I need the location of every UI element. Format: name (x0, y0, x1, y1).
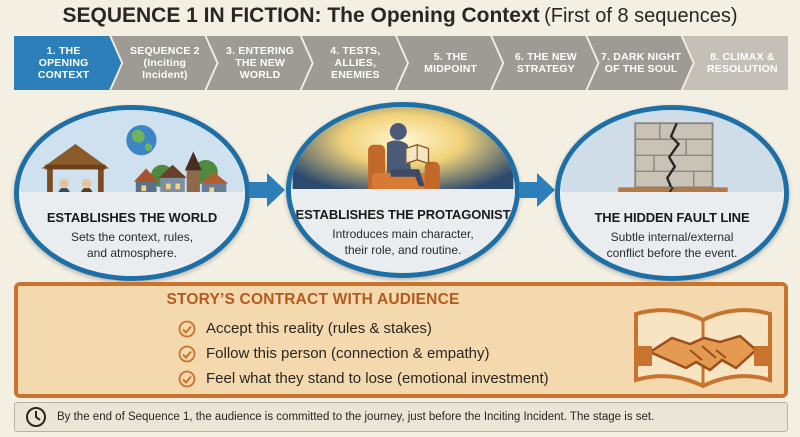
sequence-step-6[interactable]: 6. THE NEW STRATEGY (514, 50, 577, 75)
check-circle-icon (178, 320, 196, 337)
contract-item-text: Feel what they stand to lose (emotional … (206, 370, 549, 387)
handshake-book-icon (634, 308, 772, 389)
sequence-chevron-3 (206, 36, 312, 90)
contract-item-text: Follow this person (connection & empathy… (206, 345, 490, 362)
title-sub: (First of 8 sequences) (544, 5, 738, 27)
sequence-bar: 1. THE OPENING CONTEXT SEQUENCE 2 (Incit… (14, 36, 788, 90)
stage-fault-desc-1: Subtle internal/external (610, 230, 734, 244)
sequence-step-5[interactable]: 5. THE MIDPOINT (424, 50, 478, 75)
stage-protagonist-title: ESTABLISHES THE PROTAGONIST (295, 207, 511, 222)
sequence-step-8[interactable]: 8. CLIMAX & RESOLUTION (706, 50, 778, 75)
check-circle-icon (178, 370, 196, 387)
cracked-wall-icon (561, 110, 783, 205)
sequence-chevron-8 (682, 36, 788, 90)
stage-fault-line: THE HIDDEN FAULT LINE Subtle internal/ex… (555, 105, 789, 281)
clock-icon (26, 407, 46, 427)
world-village-icon (20, 110, 244, 207)
stage-world-desc-2: and atmosphere. (86, 246, 178, 260)
stage-fault-desc-2: conflict before the event. (606, 246, 738, 260)
sequence-chevron-7 (587, 36, 693, 90)
sequence-chevron-4 (301, 36, 407, 90)
footer-text: By the end of Sequence 1, the audience i… (57, 411, 655, 423)
contract-item-text: Accept this reality (rules & stakes) (206, 320, 432, 337)
contract-item: Follow this person (connection & empathy… (178, 341, 549, 366)
stage-protagonist-desc-1: Introduces main character, (332, 227, 474, 241)
sequence-chevron-1 (14, 36, 122, 90)
stage-world-title: ESTABLISHES THE WORLD (46, 210, 218, 225)
contract-item: Accept this reality (rules & stakes) (178, 316, 549, 341)
sequence-chevron-6 (492, 36, 598, 90)
sequence-step-4[interactable]: 4. TESTS, ALLIES, ENEMIES (330, 44, 381, 82)
footer-note: By the end of Sequence 1, the audience i… (14, 402, 788, 432)
reading-person-icon (292, 107, 514, 202)
sequence-step-2[interactable]: SEQUENCE 2 (Inciting Incident) (130, 44, 200, 82)
stage-protagonist-band (291, 189, 515, 273)
sequence-chevron-2 (111, 36, 217, 90)
sequence-chevron-5 (397, 36, 503, 90)
stage-fault-band (560, 192, 784, 276)
contract-title: STORY’S CONTRACT WITH AUDIENCE (166, 291, 460, 308)
stage-world-band (19, 192, 245, 276)
sequence-chevrons (14, 36, 788, 90)
sequence-step-1[interactable]: 1. THE OPENING CONTEXT (37, 44, 90, 82)
title-main: SEQUENCE 1 IN FICTION: The Opening Conte… (62, 4, 540, 27)
stage-world: ESTABLISHES THE WORLD Sets the context, … (14, 105, 250, 281)
arrow-right-icon (249, 173, 285, 207)
page-title: SEQUENCE 1 IN FICTION: The Opening Conte… (0, 4, 800, 34)
stage-protagonist-desc-2: their role, and routine. (344, 243, 462, 257)
arrow-right-icon (519, 173, 555, 207)
contract-panel: STORY’S CONTRACT WITH AUDIENCE Accept th… (14, 282, 788, 398)
check-circle-icon (178, 345, 196, 362)
stage-world-desc-1: Sets the context, rules, (70, 230, 194, 244)
sequence-step-3[interactable]: 3. ENTERING THE NEW WORLD (226, 44, 295, 82)
sequence-step-7[interactable]: 7. DARK NIGHT OF THE SOUL (601, 50, 682, 75)
contract-list: Accept this reality (rules & stakes) Fol… (178, 316, 549, 391)
contract-item: Feel what they stand to lose (emotional … (178, 366, 549, 391)
stage-protagonist: ESTABLISHES THE PROTAGONIST Introduces m… (286, 102, 520, 278)
stage-fault-title: THE HIDDEN FAULT LINE (594, 210, 750, 225)
